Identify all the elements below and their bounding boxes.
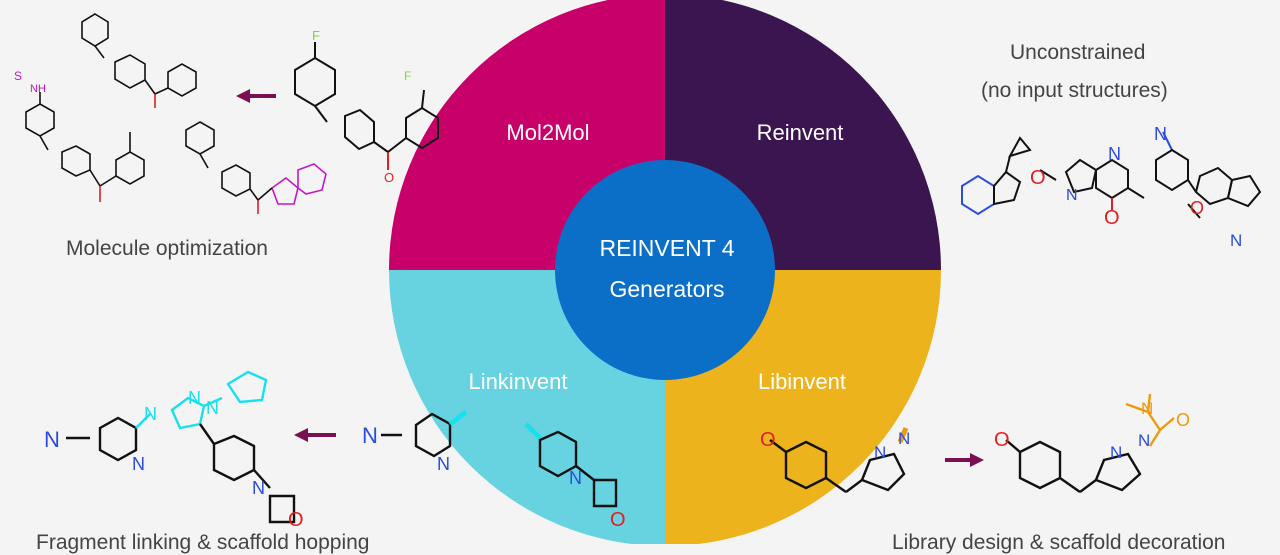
atom-label-n: N (44, 427, 60, 452)
molecule-reinvent-3 (1155, 131, 1262, 219)
molecule-linkinvent-fragment-2 (524, 422, 618, 508)
molecule-libinvent-input (769, 427, 909, 493)
atom-label-n: N (1066, 187, 1078, 204)
atom-label-o: O (1176, 410, 1190, 430)
atom-label-n: N (1154, 124, 1167, 144)
center-title: REINVENT 4 (599, 235, 734, 261)
atom-label-o: O (994, 429, 1010, 451)
atom-label-n: N (144, 404, 157, 424)
arrow-left-bottom (294, 428, 336, 442)
atom-label-n: N (874, 443, 886, 462)
molecule-mol2mol-output-3 (185, 121, 327, 214)
atom-label-n: N (188, 388, 201, 408)
label-linkinvent: Linkinvent (468, 369, 567, 394)
molecule-reinvent-1 (961, 136, 1032, 216)
molecule-libinvent-output (1005, 393, 1175, 493)
atom-label-n: N (1141, 399, 1153, 418)
arrows (236, 89, 984, 467)
atom-label-o: O (760, 429, 776, 451)
atom-label-n: N (362, 423, 378, 448)
atom-label-f: F (312, 28, 320, 43)
atom-label-n: N (1110, 443, 1122, 462)
atom-label-n: N (252, 478, 265, 498)
caption-unconstrained: Unconstrained (1010, 41, 1146, 64)
atom-label-o: O (1030, 167, 1046, 189)
molecule-mol2mol-output-1 (81, 13, 197, 108)
atom-label-s: S (14, 69, 22, 83)
atom-label-n: N (569, 468, 582, 488)
caption-molecule-optimization: Molecule optimization (66, 237, 268, 260)
atom-label-n: N (1138, 431, 1150, 450)
atom-label-n: N (132, 454, 145, 474)
atom-label-n: N (206, 398, 219, 418)
atom-label-n: N (898, 429, 910, 448)
caption-no-input: (no input structures) (981, 79, 1168, 102)
atom-label-n: N (1108, 144, 1121, 164)
molecule-linkinvent-fragment-1 (381, 410, 468, 458)
generator-wheel: REINVENT 4 Generators Mol2Mol Reinvent L… (389, 0, 941, 544)
atom-label-cf3: F (404, 69, 411, 83)
atom-label-o: O (1104, 207, 1120, 229)
atom-label-n: N (1230, 231, 1242, 250)
molecule-reinvent-2 (1039, 158, 1145, 210)
center-subtitle: Generators (609, 276, 724, 302)
center-circle (555, 160, 775, 380)
atom-label-o: O (1190, 198, 1204, 218)
molecule-linkinvent-output (66, 370, 296, 524)
label-reinvent: Reinvent (757, 120, 844, 145)
label-libinvent: Libinvent (758, 369, 846, 394)
atom-label-n: N (437, 454, 450, 474)
arrow-right-bottom (945, 453, 984, 467)
arrow-left-top (236, 89, 276, 103)
atom-label-nh: NH (30, 83, 46, 95)
atom-label-o: O (610, 509, 626, 531)
atom-label-o: O (288, 509, 304, 531)
label-mol2mol: Mol2Mol (506, 120, 589, 145)
molecule-mol2mol-output-2 (25, 92, 145, 202)
atom-label-o: O (384, 170, 394, 185)
molecule-mol2mol-input (294, 42, 439, 170)
